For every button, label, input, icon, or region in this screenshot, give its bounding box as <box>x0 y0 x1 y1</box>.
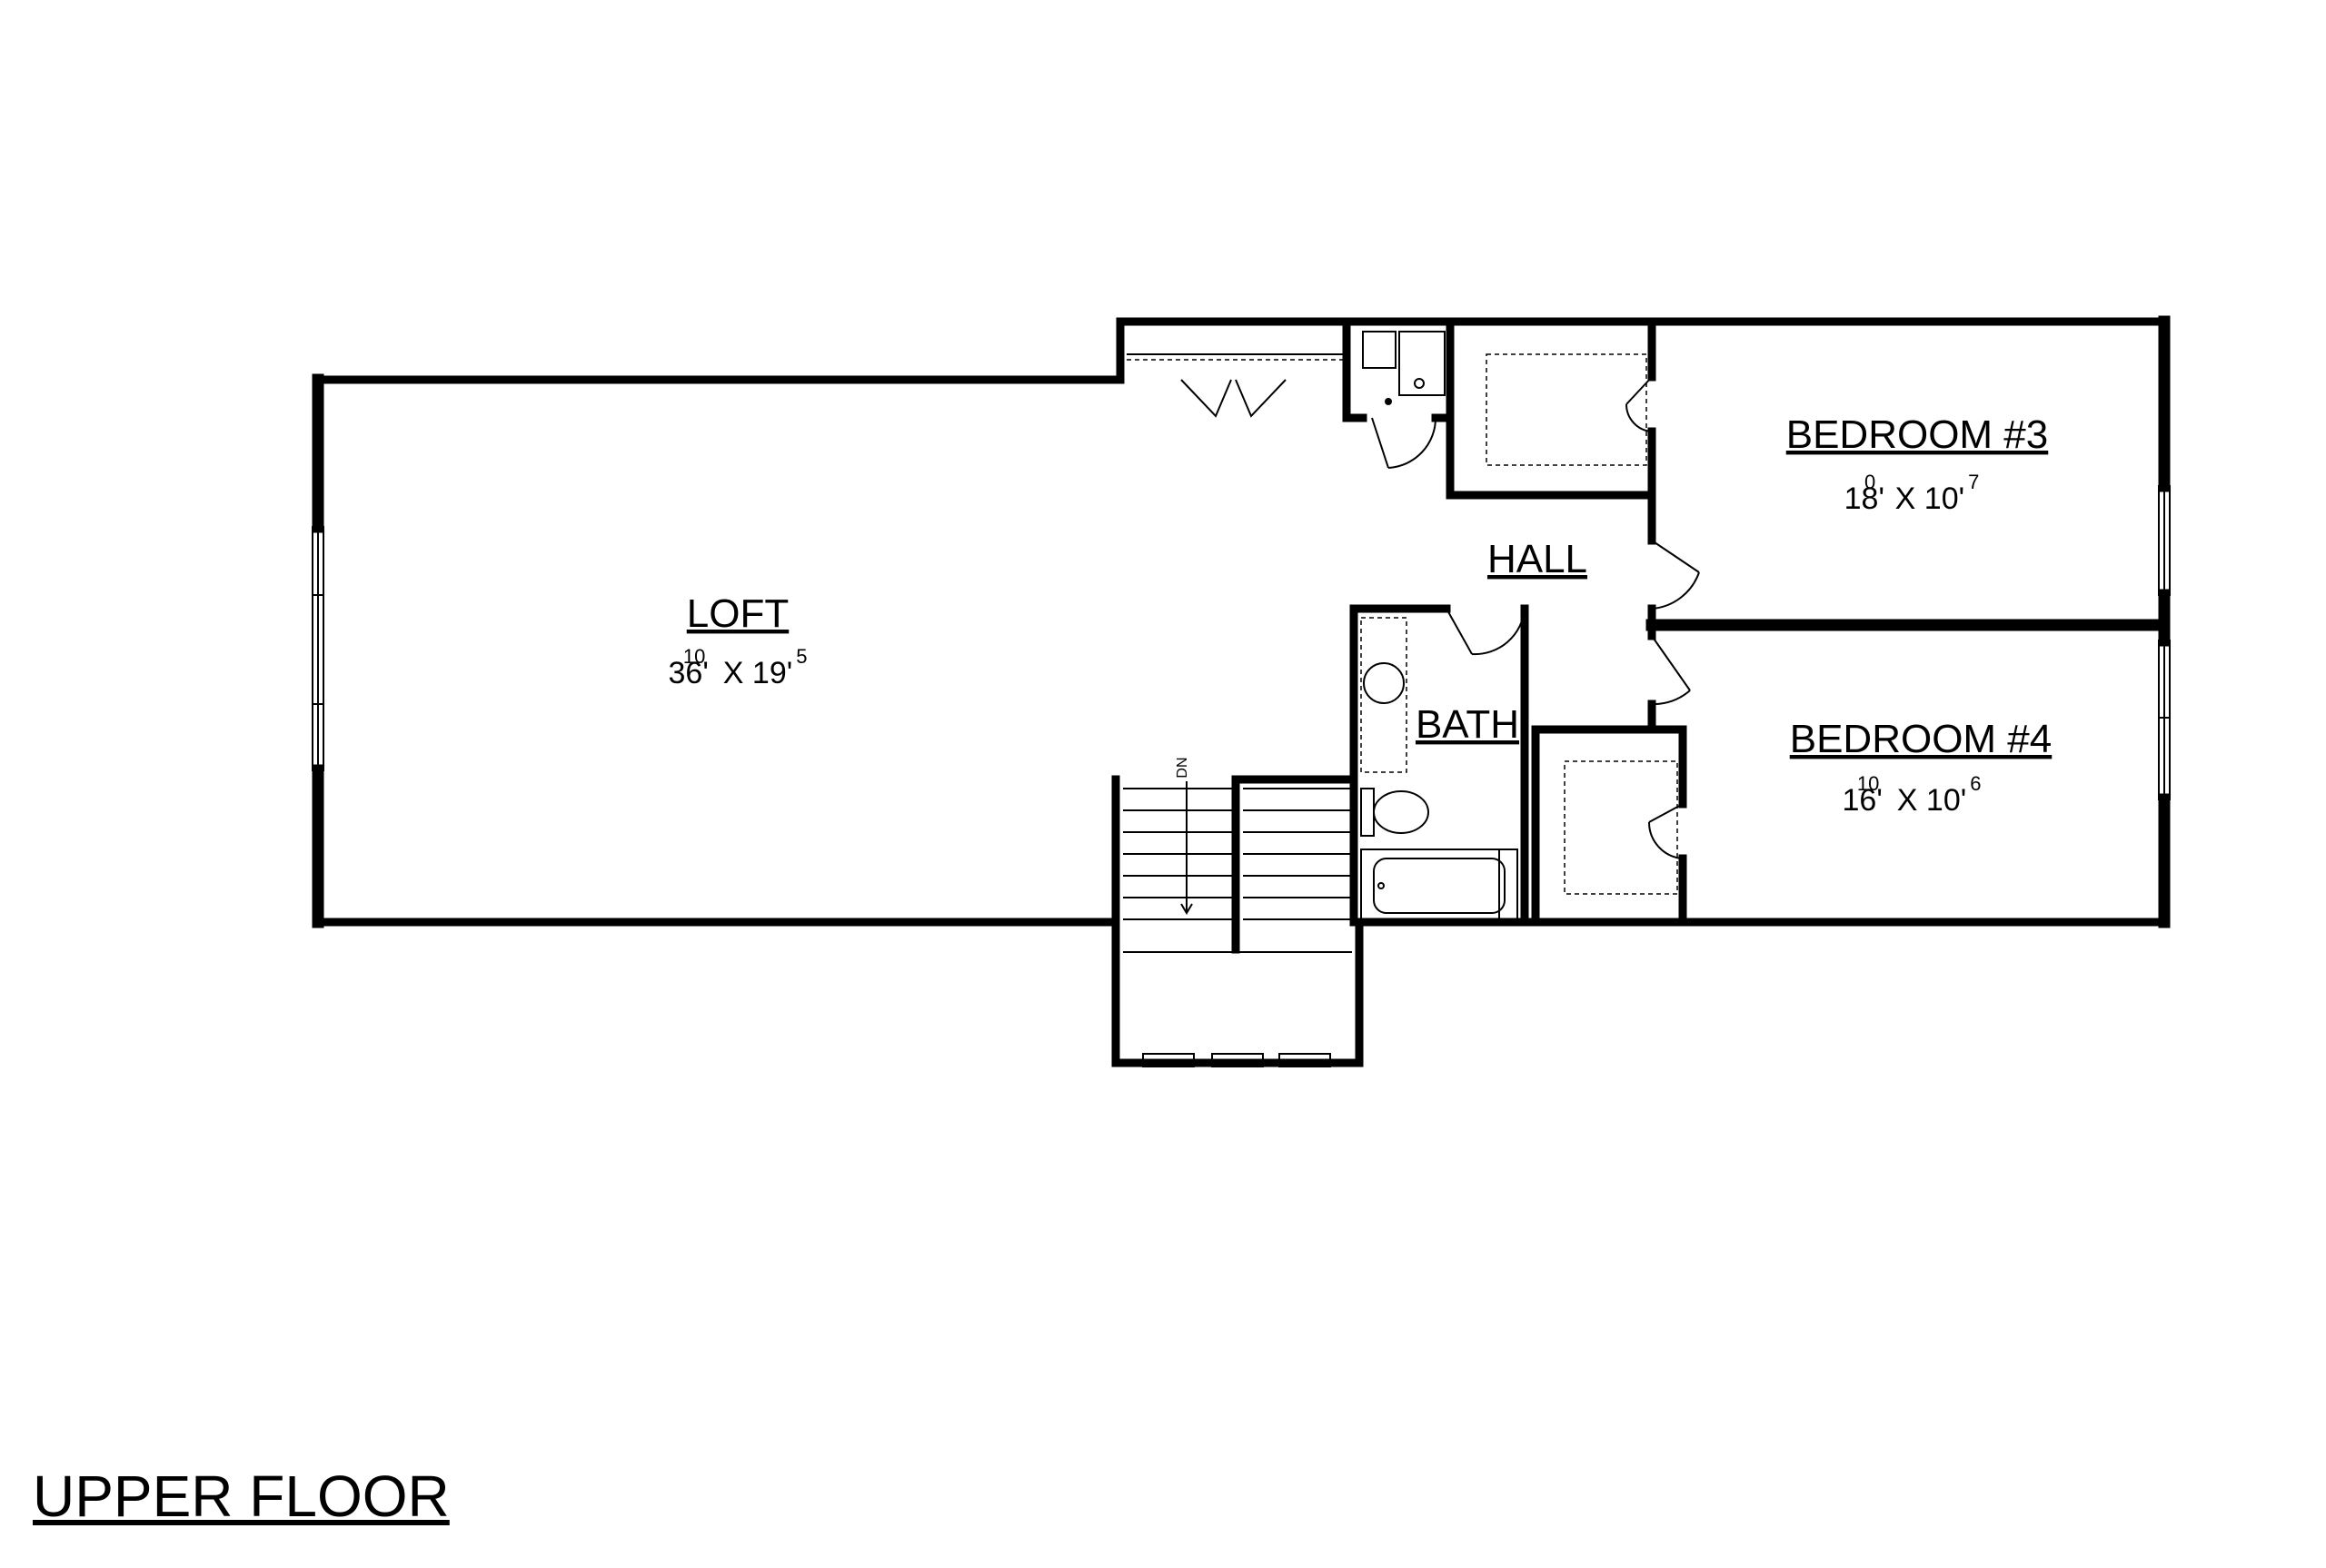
floor-title: UPPER FLOOR <box>33 1464 450 1529</box>
bath-name: BATH <box>1416 702 1519 747</box>
bedroom3-dims: 18'0 X 10'7 <box>1844 471 1980 516</box>
bedroom4-dims: 16'10 X 10'6 <box>1843 772 1982 818</box>
fixtures <box>1360 331 1518 921</box>
room-label-bedroom4: BEDROOM #4 16'10 X 10'6 <box>1790 717 2053 818</box>
stairs <box>1123 781 1352 953</box>
room-label-loft: LOFT 36'10 X 19'5 <box>669 591 808 690</box>
exterior-walls <box>312 315 2171 1067</box>
loft-dims: 36'10 X 19'5 <box>669 645 808 690</box>
bedroom4-name: BEDROOM #4 <box>1790 717 2053 761</box>
loft-name: LOFT <box>687 591 789 636</box>
doors <box>1180 376 1700 859</box>
closet-shelves <box>1486 353 1678 895</box>
stair-dn-label: DN <box>1175 757 1190 778</box>
interior-walls <box>1111 317 2171 954</box>
room-label-bedroom3: BEDROOM #3 18'0 X 10'7 <box>1786 412 2049 516</box>
hall-name: HALL <box>1487 537 1587 581</box>
bedroom3-name: BEDROOM #3 <box>1786 412 2049 457</box>
windows <box>312 485 2171 1067</box>
